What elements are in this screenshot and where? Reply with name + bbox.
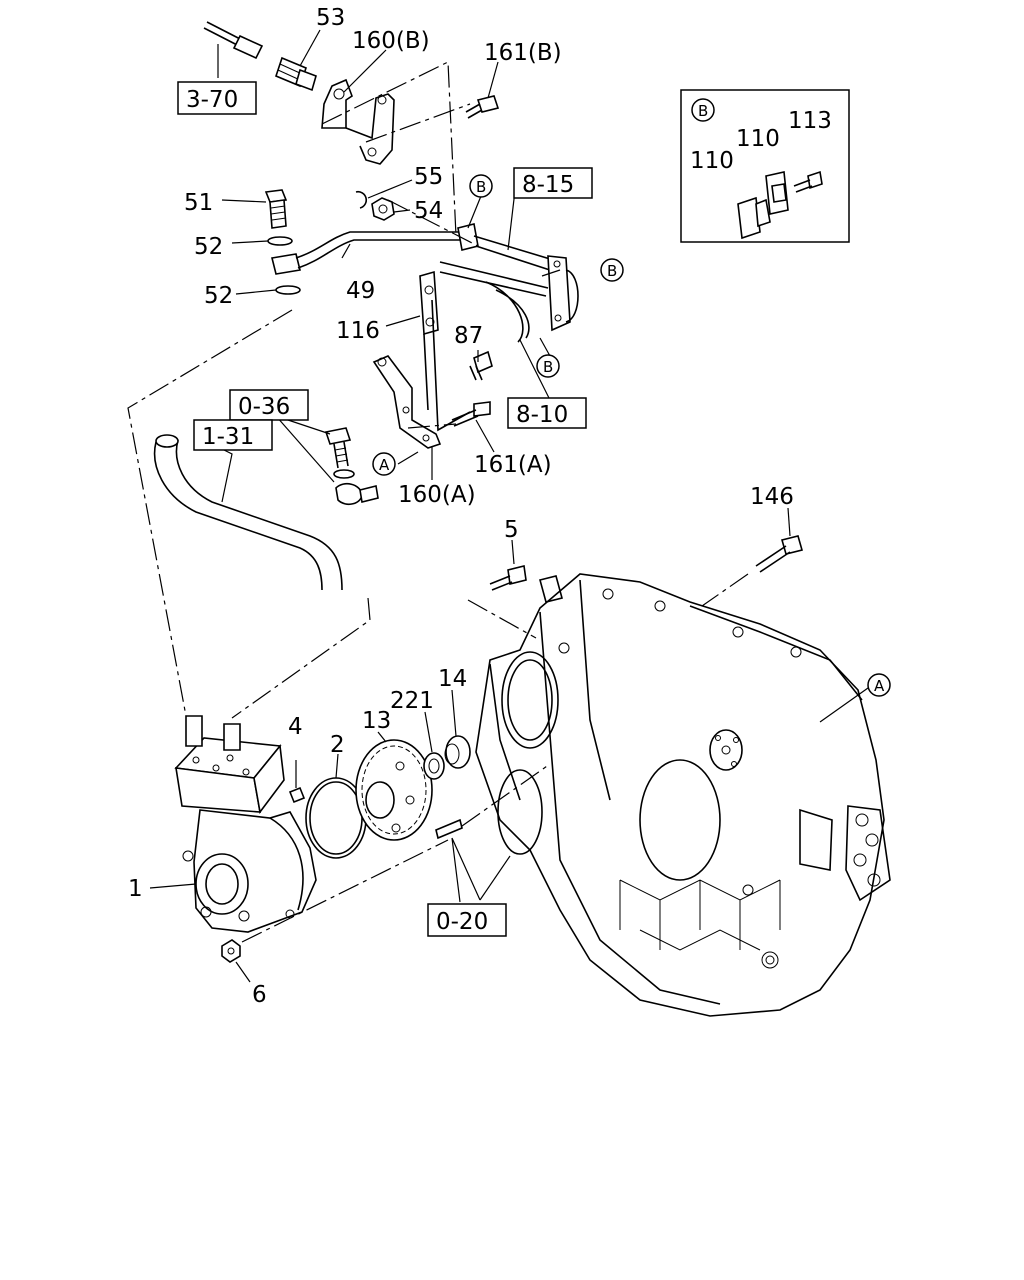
clamp-bracket-assembly [372,95,579,449]
callout-1: 1 [128,876,143,902]
callout-221: 221 [390,688,434,714]
callout-161a: 161(A) [474,452,552,478]
callout-160a: 160(A) [398,482,476,508]
callout-52-lower: 52 [204,283,233,309]
ref-0-36: 0-36 [238,394,290,420]
ref-8-10: 8-10 [516,402,568,428]
callout-labels: 53 160(B) 161(B) 55 54 51 52 52 49 116 8… [128,5,832,1008]
ref-1-31: 1-31 [202,424,254,450]
ref-3-70: 3-70 [186,87,238,113]
callout-110-lower: 110 [690,148,734,174]
callout-49: 49 [346,278,375,304]
callout-14: 14 [438,666,467,692]
marker-b-right: B [607,262,617,280]
callout-2: 2 [330,732,345,758]
callout-160b: 160(B) [352,28,430,54]
marker-b-inset: B [698,102,708,120]
circle-markers: B B B B A A [372,98,891,697]
marker-a-housing: A [874,677,885,695]
callout-87: 87 [454,323,483,349]
hose-assembly [153,427,379,591]
pipe-assembly [203,21,460,295]
marker-a-bracket: A [379,456,390,474]
callout-146: 146 [750,484,794,510]
callout-13: 13 [362,708,391,734]
callout-54: 54 [414,198,443,224]
callout-55: 55 [414,164,443,190]
callout-110-upper: 110 [736,126,780,152]
callout-116: 116 [336,318,380,344]
callout-51: 51 [184,190,213,216]
flywheel-housing [475,535,891,1017]
ref-8-15: 8-15 [522,172,574,198]
callout-113: 113 [788,108,832,134]
reference-boxes: 3-70 8-15 8-10 0-36 1-31 0-20 [177,81,593,937]
marker-b-upper: B [476,178,486,196]
callout-161b: 161(B) [484,40,562,66]
air-compressor [174,715,317,963]
callout-6: 6 [252,982,267,1008]
callout-4: 4 [288,714,303,740]
callout-53: 53 [316,5,345,31]
ref-0-20: 0-20 [436,909,488,935]
marker-b-lower: B [543,358,553,376]
callout-52-upper: 52 [194,234,223,260]
callout-5: 5 [504,517,519,543]
gear-parts [288,735,471,859]
